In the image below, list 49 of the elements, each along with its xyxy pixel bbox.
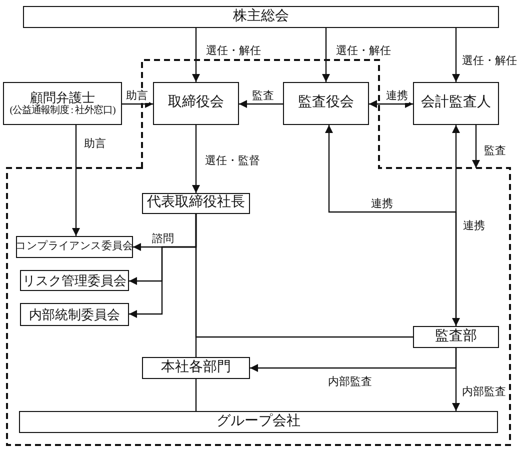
box-title: コンプライアンス委員会	[16, 240, 134, 254]
connector-arrow	[192, 28, 200, 82]
edge-label: 選任・解任	[335, 45, 392, 58]
box-title: 監査部	[435, 328, 477, 346]
edge-label: 内部監査	[461, 386, 507, 399]
edge-label: 内部監査	[327, 376, 373, 389]
edge-label: 助言	[125, 90, 149, 103]
edge-label: 連携	[370, 198, 394, 211]
connector-arrow	[452, 28, 460, 82]
org-box	[16, 236, 133, 258]
box-title: 監査役会	[298, 95, 354, 112]
connector-arrow	[122, 100, 153, 108]
box-note: (公益通報制度 : 社外窓口)	[10, 105, 116, 118]
connector-arrow	[369, 100, 413, 108]
connector-arrow	[452, 348, 460, 411]
edge-label: 連携	[462, 220, 486, 233]
org-box	[19, 411, 498, 433]
box-title: グループ会社	[216, 414, 300, 430]
connector-arrow	[72, 125, 80, 236]
edge-label: 選任・解任	[205, 45, 262, 58]
connector-arrow	[192, 125, 200, 193]
edge-label: 監査	[251, 90, 275, 103]
box-title: リスク管理委員会	[22, 272, 126, 288]
connector-arrow	[452, 125, 460, 326]
org-box	[142, 193, 250, 214]
box-title: 取締役会	[168, 95, 224, 112]
connector-arrow	[239, 100, 283, 108]
edge-label: 連携	[385, 90, 409, 103]
edge-label: 監査	[483, 145, 507, 158]
org-box	[413, 82, 499, 125]
box-title: 代表取締役社長	[147, 195, 245, 212]
org-box	[153, 82, 239, 125]
org-box	[3, 82, 122, 125]
box-title: 本社各部門	[161, 360, 231, 376]
org-box	[142, 357, 250, 379]
box-title: 顧問弁護士	[30, 90, 95, 105]
box-title: 会計監査人	[421, 95, 491, 112]
connector-arrow	[322, 28, 330, 82]
org-box	[20, 303, 129, 326]
edge-label: 諮問	[151, 233, 175, 246]
edge-label: 選任・監督	[204, 155, 261, 168]
org-box	[413, 326, 499, 348]
connector-arrow	[472, 125, 480, 168]
box-title: 株主総会	[233, 8, 289, 26]
edge-label: 助言	[83, 138, 107, 151]
box-title: 内部統制委員会	[29, 306, 120, 322]
edge-label: 選任・解任	[461, 55, 518, 68]
org-box	[283, 82, 369, 125]
org-box	[23, 6, 499, 28]
